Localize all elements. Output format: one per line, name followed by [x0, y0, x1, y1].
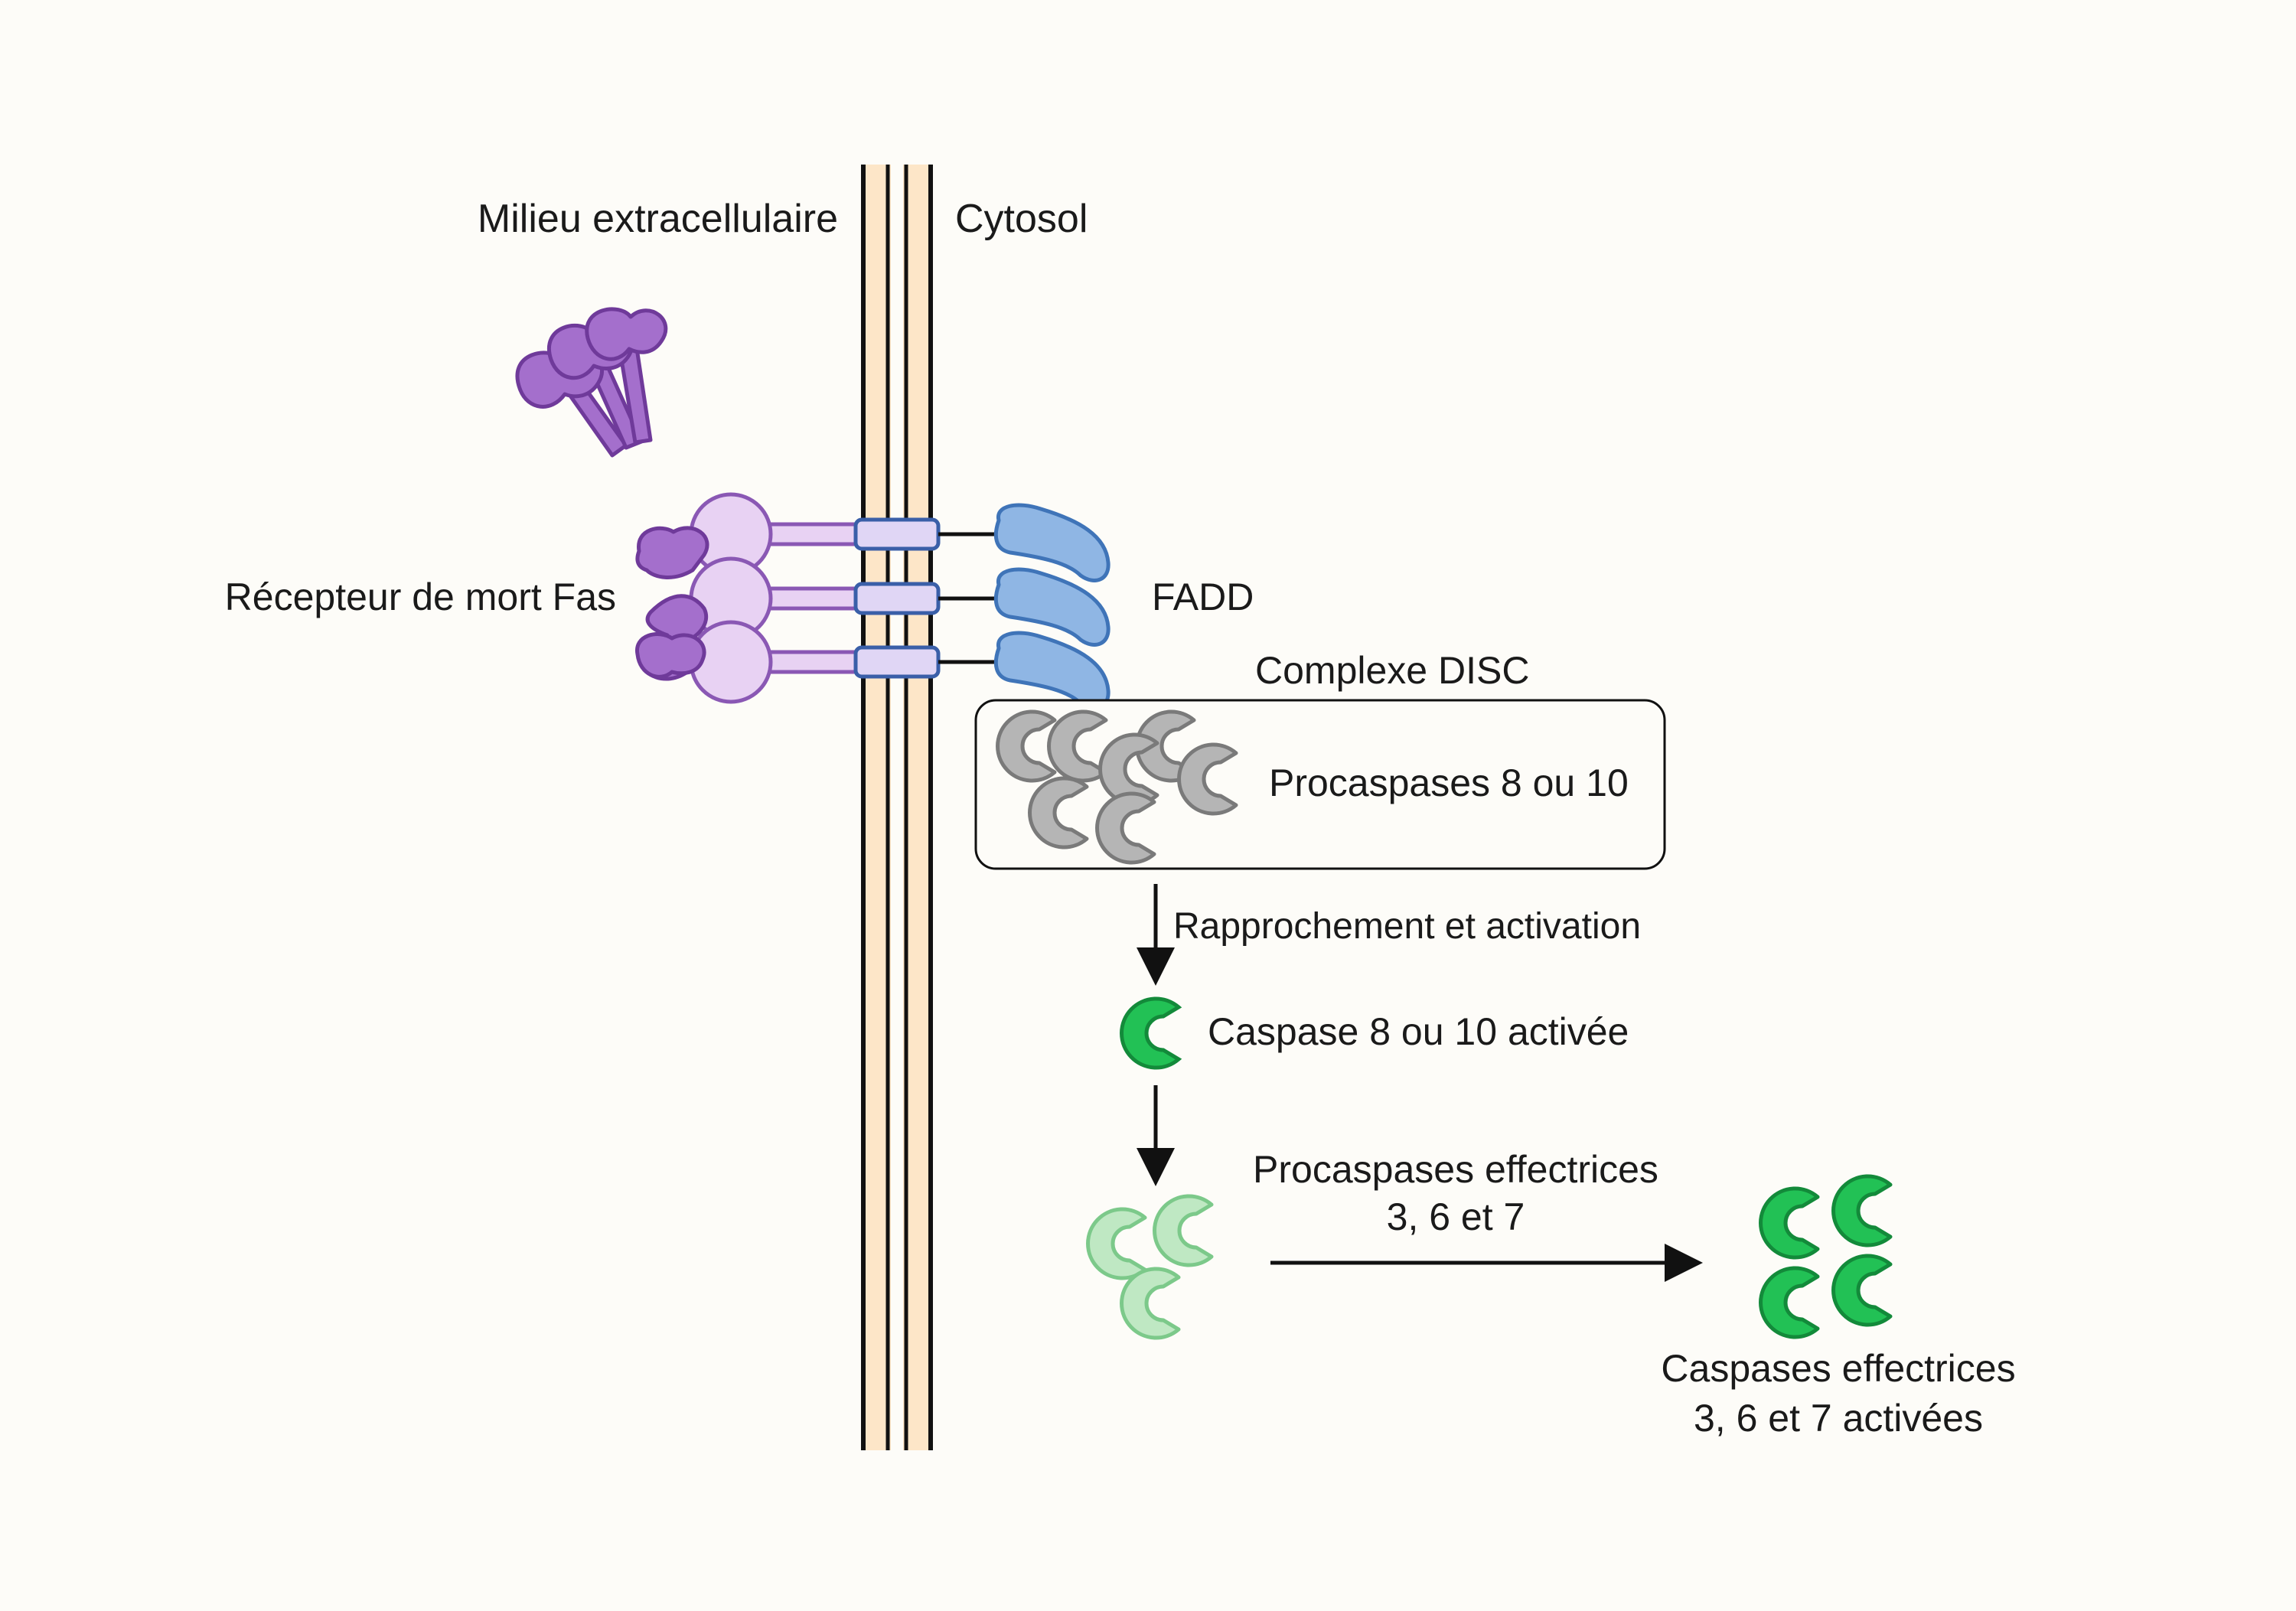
procaspases-effector-label-line2: 3, 6 et 7: [1387, 1195, 1525, 1238]
disc-label: Complexe DISC: [1255, 649, 1529, 692]
fas-ligand-trimer-icon: [515, 307, 668, 458]
procaspase-icon: [1088, 1209, 1145, 1278]
fadd-adapter-icon: [993, 503, 1110, 710]
cytosol-label: Cytosol: [955, 197, 1088, 241]
fadd-label: FADD: [1152, 576, 1254, 618]
caspase-icon: [1761, 1189, 1818, 1257]
caspase-icon: [1834, 1256, 1890, 1325]
receptor-label: Récepteur de mort Fas: [225, 576, 616, 618]
cell-membrane: [861, 165, 933, 1450]
caspase-effector-cluster: [1761, 1176, 1890, 1337]
caspase-icon: [1122, 999, 1179, 1068]
caspases-effector-label-line2: 3, 6 et 7 activées: [1694, 1397, 1983, 1440]
procaspases-initiator-label: Procaspases 8 ou 10: [1269, 761, 1629, 804]
procaspase-icon: [1155, 1196, 1212, 1265]
procaspases-effector-label-line1: Procaspases effectrices: [1253, 1148, 1658, 1191]
procaspase-effector-cluster: [1088, 1196, 1212, 1338]
caspases-effector-label-line1: Caspases effectrices: [1661, 1347, 2015, 1390]
activation-step-label: Rapprochement et activation: [1173, 906, 1641, 947]
extracellular-label: Milieu extracellulaire: [478, 197, 838, 241]
caspase-activated-label: Caspase 8 ou 10 activée: [1208, 1010, 1629, 1053]
fas-receptor-icon: [635, 492, 995, 704]
caspase-icon: [1761, 1268, 1818, 1337]
caspase-icon: [1834, 1176, 1890, 1245]
procaspase-icon: [1122, 1269, 1179, 1338]
